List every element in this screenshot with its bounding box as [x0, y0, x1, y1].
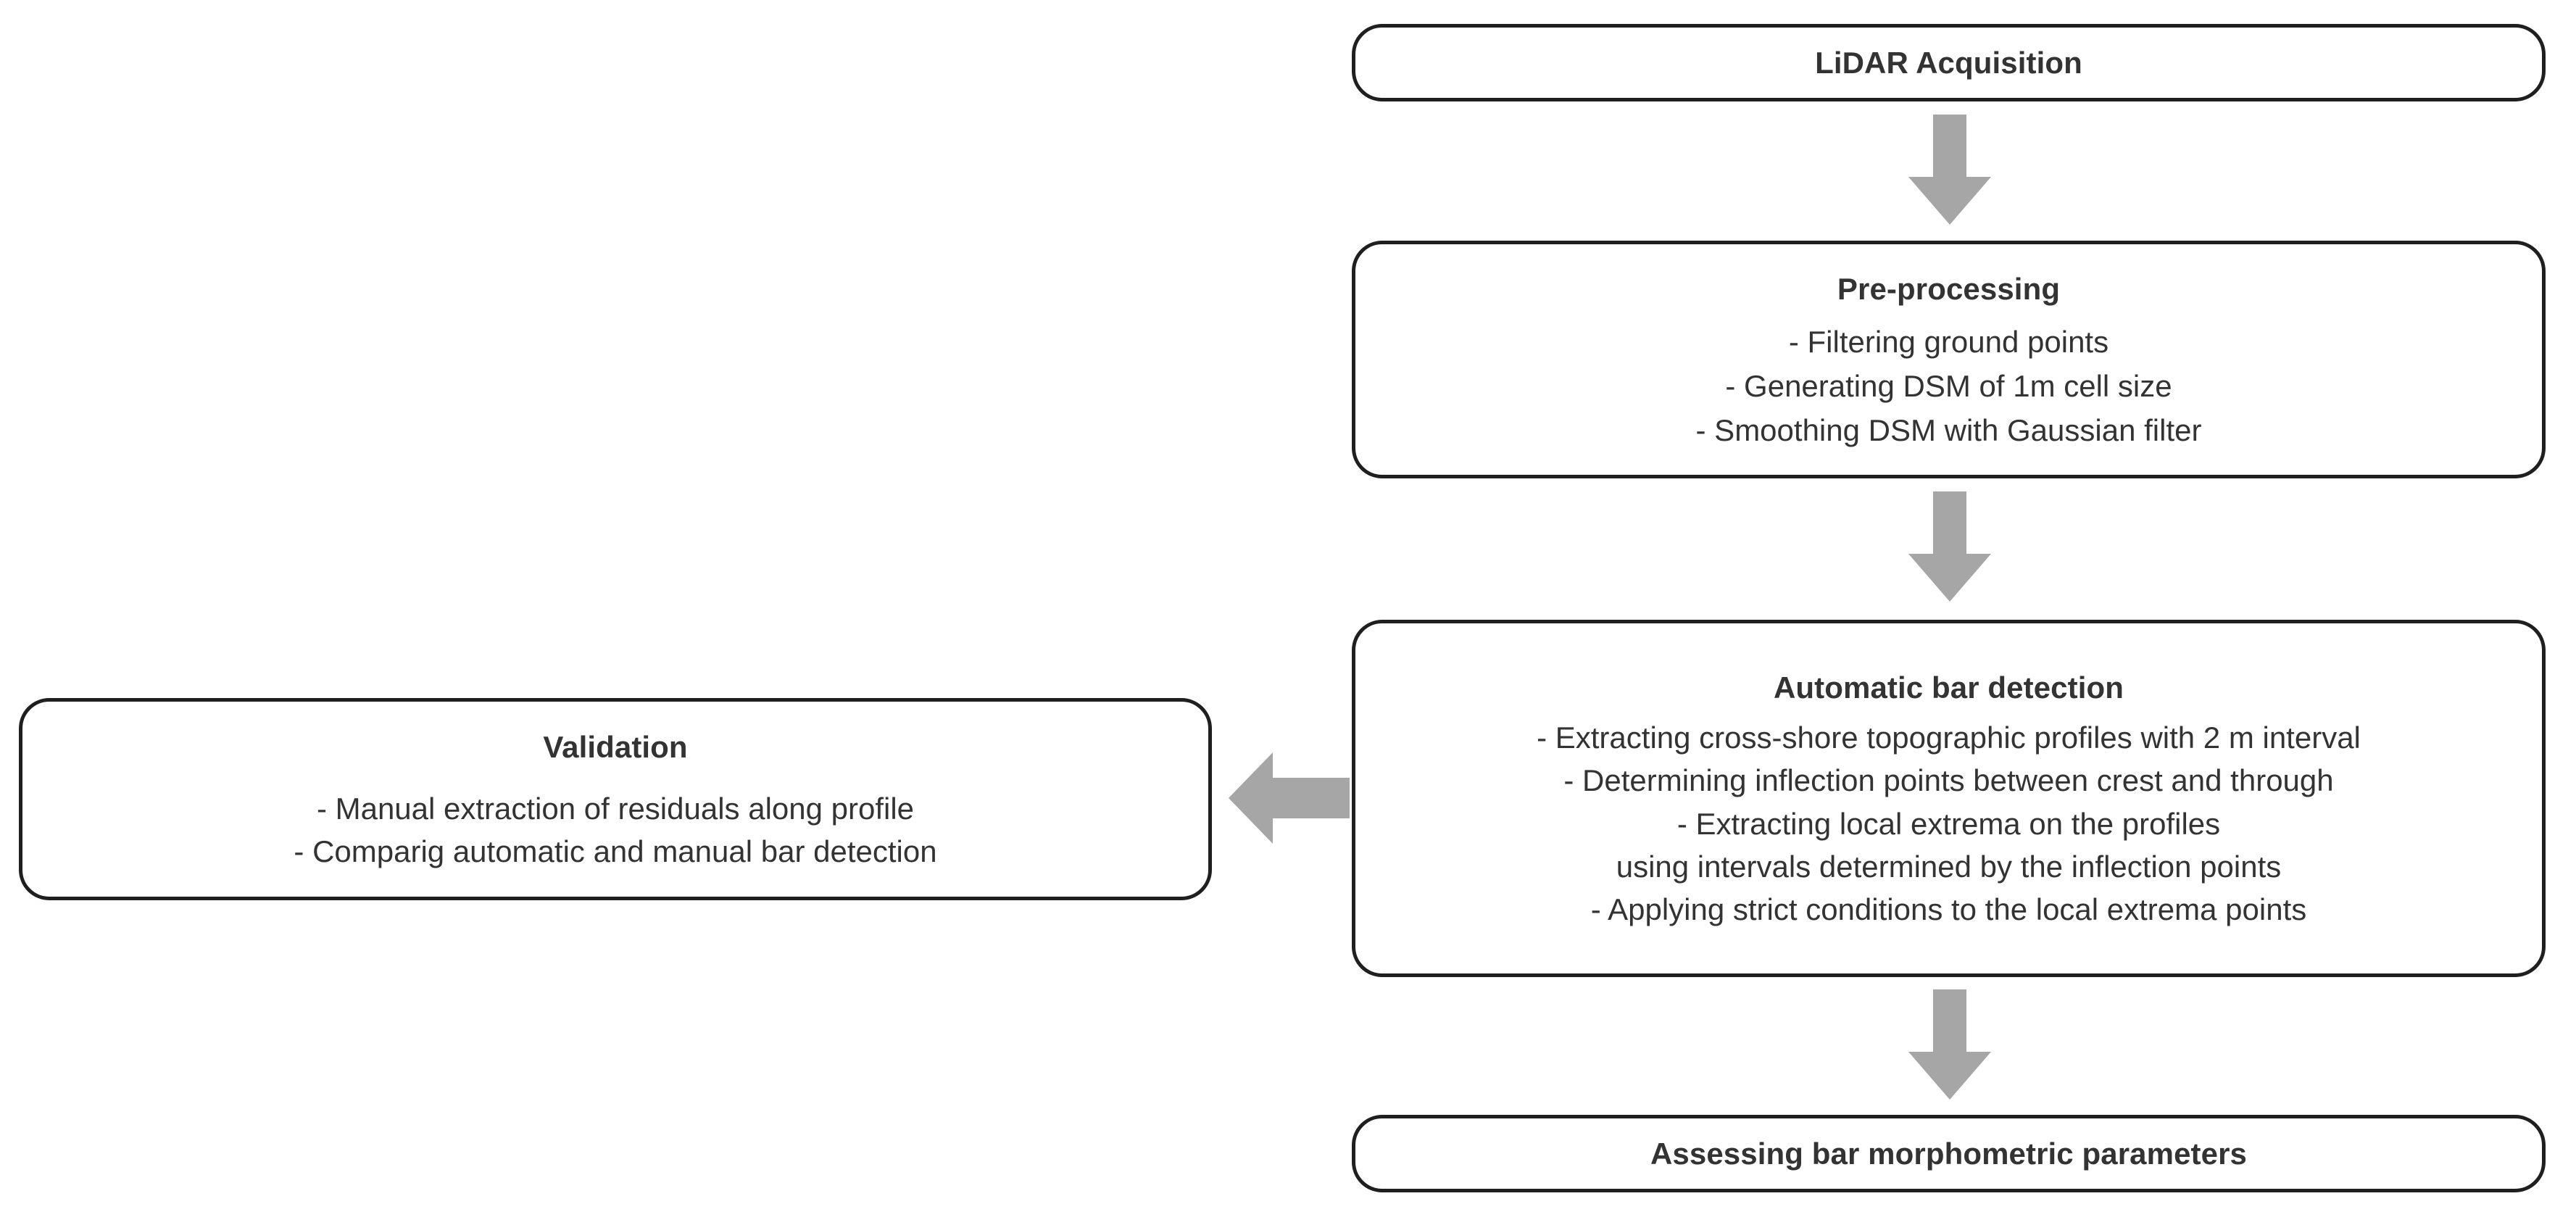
arrow-down-icon-detection-to-assessing [1892, 989, 2008, 1104]
node-detection-line-3: - Extracting local extrema on the profil… [1677, 806, 2221, 841]
node-lidar-acquisition: LiDAR Acquisition [1352, 24, 2546, 101]
node-lidar-acquisition-title: LiDAR Acquisition [1815, 45, 2082, 80]
node-validation-title: Validation [543, 729, 688, 764]
node-detection-line-2: - Determining inflection points between … [1563, 763, 2334, 798]
node-validation-line-1: - Manual extraction of residuals along p… [316, 791, 915, 826]
node-validation-line-2: - Comparig automatic and manual bar dete… [294, 834, 937, 869]
node-preprocessing-line-3: - Smoothing DSM with Gaussian filter [1695, 413, 2202, 448]
node-validation: Validation - Manual extraction of residu… [19, 698, 1212, 900]
node-detection-line-4: using intervals determined by the inflec… [1616, 849, 2282, 884]
arrow-left-icon-detection-to-validation [1226, 750, 1350, 846]
node-preprocessing: Pre-processing - Filtering ground points… [1352, 241, 2546, 478]
node-preprocessing-line-2: - Generating DSM of 1m cell size [1725, 369, 2172, 403]
node-assessing-title: Assessing bar morphometric parameters [1650, 1136, 2247, 1171]
node-automatic-bar-detection: Automatic bar detection - Extracting cro… [1352, 620, 2546, 977]
node-detection-line-1: - Extracting cross-shore topographic pro… [1537, 721, 2361, 755]
node-preprocessing-line-1: - Filtering ground points [1788, 324, 2109, 359]
node-detection-line-5: - Applying strict conditions to the loca… [1590, 892, 2307, 926]
node-preprocessing-title: Pre-processing [1837, 271, 2061, 306]
node-assessing-bar-morphometric-parameters: Assessing bar morphometric parameters [1352, 1115, 2546, 1192]
node-detection-title: Automatic bar detection [1773, 670, 2124, 705]
arrow-down-icon-lidar-to-preprocessing [1892, 115, 2008, 229]
arrow-down-icon-preprocessing-to-detection [1892, 491, 2008, 606]
